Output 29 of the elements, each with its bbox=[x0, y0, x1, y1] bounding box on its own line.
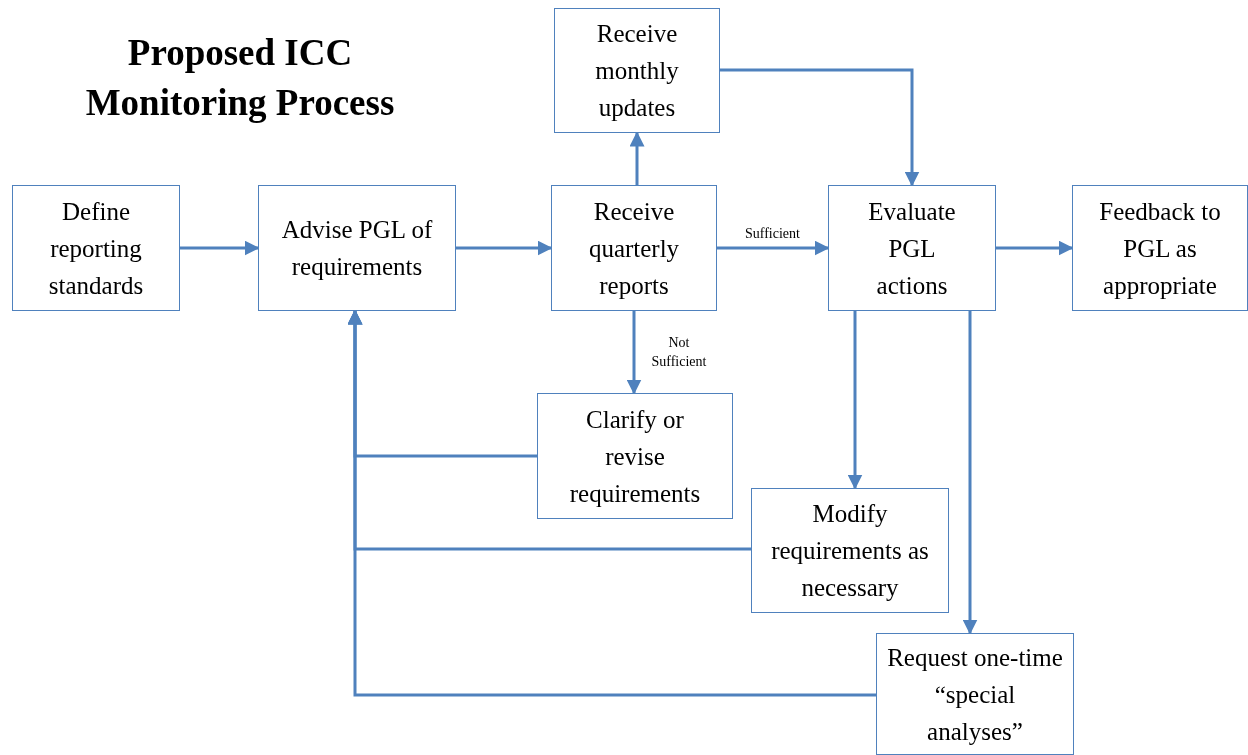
arrow bbox=[347, 309, 876, 697]
process-box bbox=[12, 185, 180, 311]
arrow bbox=[847, 311, 863, 490]
arrow bbox=[626, 311, 642, 395]
process-box bbox=[876, 633, 1074, 755]
arrow bbox=[456, 240, 553, 256]
arrow bbox=[996, 240, 1074, 256]
arrow bbox=[180, 240, 260, 256]
arrow bbox=[717, 240, 830, 256]
box-text: Clarify or revise requirements bbox=[568, 404, 702, 509]
box-text: Receive monthly updates bbox=[594, 19, 680, 123]
arrow bbox=[629, 131, 645, 185]
process-box bbox=[258, 185, 456, 311]
process-box bbox=[751, 488, 949, 613]
diagram-title: Proposed ICC Monitoring Process bbox=[84, 31, 396, 125]
process-box bbox=[551, 185, 717, 311]
process-box bbox=[554, 8, 720, 133]
box-text: Modify requirements as necessary bbox=[770, 499, 930, 603]
process-box bbox=[537, 393, 733, 519]
box-text: Request one-time “special analyses” bbox=[886, 642, 1064, 747]
box-text: Evaluate PGL actions bbox=[867, 196, 957, 301]
box-text: Define reporting standards bbox=[47, 196, 145, 301]
box-text: Feedback to PGL as appropriate bbox=[1098, 196, 1222, 301]
arrow bbox=[720, 68, 920, 187]
process-box bbox=[828, 185, 996, 311]
process-box bbox=[1072, 185, 1248, 311]
box-text: Receive quarterly reports bbox=[587, 196, 681, 301]
arrow bbox=[962, 311, 978, 635]
box-text: Advise PGL of requirements bbox=[280, 215, 434, 282]
